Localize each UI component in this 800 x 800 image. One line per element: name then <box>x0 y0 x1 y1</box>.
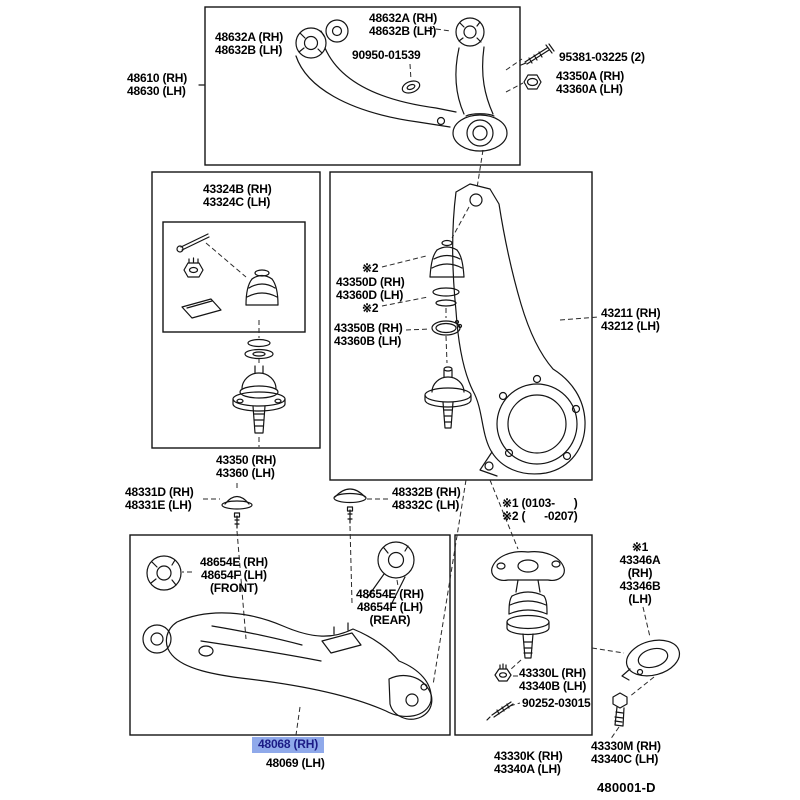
label-43211-knuckle[interactable]: 43211 (RH) 43212 (LH) <box>601 306 661 333</box>
cotter-pin-icon <box>176 233 210 253</box>
snap-ring-43350b-icon <box>431 319 463 336</box>
label-43346-dust-cover[interactable]: ※1 43346A (RH) 43346B (LH) <box>619 540 661 606</box>
upper-control-arm-drawing <box>295 17 508 152</box>
label-43350b[interactable]: 43350B (RH) 43360B (LH) <box>334 321 403 348</box>
label-48632-top[interactable]: 48632A (RH) 48632B (LH) <box>369 11 438 38</box>
screw-95381-icon <box>520 43 555 66</box>
castle-nut-43330l-icon <box>494 663 512 682</box>
label-90252-bolt[interactable]: 90252-03015 <box>522 696 591 710</box>
balljoint-in-knuckle-icon <box>424 366 472 429</box>
label-applicability-note: ※1 (0103- ) ※2 ( -0207) <box>502 496 578 523</box>
dust-cover-43350d-icon <box>429 239 465 307</box>
knuckle-drawing <box>452 183 586 477</box>
screw-90252-icon <box>486 701 514 721</box>
label-48069[interactable]: 48069 (LH) <box>266 756 325 770</box>
box-lower-balljoint <box>454 534 593 736</box>
diagram-ref-code: 480001-D <box>597 780 656 795</box>
label-43350a[interactable]: 43350A (RH) 43360A (LH) <box>556 69 625 96</box>
lower-balljoint-drawing <box>491 551 565 659</box>
label-43324-kit[interactable]: 43324B (RH) 43324C (LH) <box>203 182 272 209</box>
shim-plate-icon <box>181 298 222 319</box>
label-90950-01539[interactable]: 90950-01539 <box>352 48 421 62</box>
lower-control-arm-drawing <box>142 541 433 720</box>
label-48332b-cap[interactable]: 48332B (RH) 48332C (LH) <box>392 485 461 512</box>
upper-balljoint-drawing <box>232 338 286 434</box>
bolt-43330m-icon <box>612 692 628 727</box>
cap-48331d-icon <box>221 495 253 529</box>
label-43350d[interactable]: 43350D (RH) 43360D (LH) <box>336 275 405 302</box>
label-43330l-nut[interactable]: 43330L (RH) 43340B (LH) <box>519 666 587 693</box>
nut-43350a-icon <box>523 74 542 90</box>
label-43350-balljoint[interactable]: 43350 (RH) 43360 (LH) <box>216 453 277 480</box>
label-48610-upper-arm[interactable]: 48610 (RH) 48630 (LH) <box>127 71 188 98</box>
label-48632-inner[interactable]: 48632A (RH) 48632B (LH) <box>215 30 284 57</box>
leader-lines <box>182 27 655 741</box>
box-upper-arm <box>204 6 521 166</box>
label-43330m-bolt[interactable]: 43330M (RH) 43340C (LH) <box>591 739 661 766</box>
castle-nut-icon <box>183 257 204 278</box>
label-48654-front[interactable]: 48654E (RH) 48654F (LH) (FRONT) <box>200 555 268 595</box>
label-43330k-balljoint[interactable]: 43330K (RH) 43340A (LH) <box>494 749 563 776</box>
box-balljoint-kit <box>151 171 321 449</box>
label-mark2-lower: ※2 <box>362 301 379 315</box>
box-lower-arm <box>129 534 451 736</box>
label-48654-rear[interactable]: 48654E (RH) 48654F (LH) (REAR) <box>356 587 424 627</box>
dust-cover-43346-icon <box>621 639 681 681</box>
label-95381-03225[interactable]: 95381-03225 (2) <box>559 50 645 64</box>
label-48331d-cap[interactable]: 48331D (RH) 48331E (LH) <box>125 485 194 512</box>
cam-90950-icon <box>401 80 421 94</box>
cap-48332b-icon <box>333 488 367 524</box>
box-knuckle <box>329 171 593 481</box>
label-mark2-upper: ※2 <box>362 261 379 275</box>
boot-icon <box>245 269 279 306</box>
label-48068-highlighted[interactable]: 48068 (RH) <box>252 737 325 753</box>
